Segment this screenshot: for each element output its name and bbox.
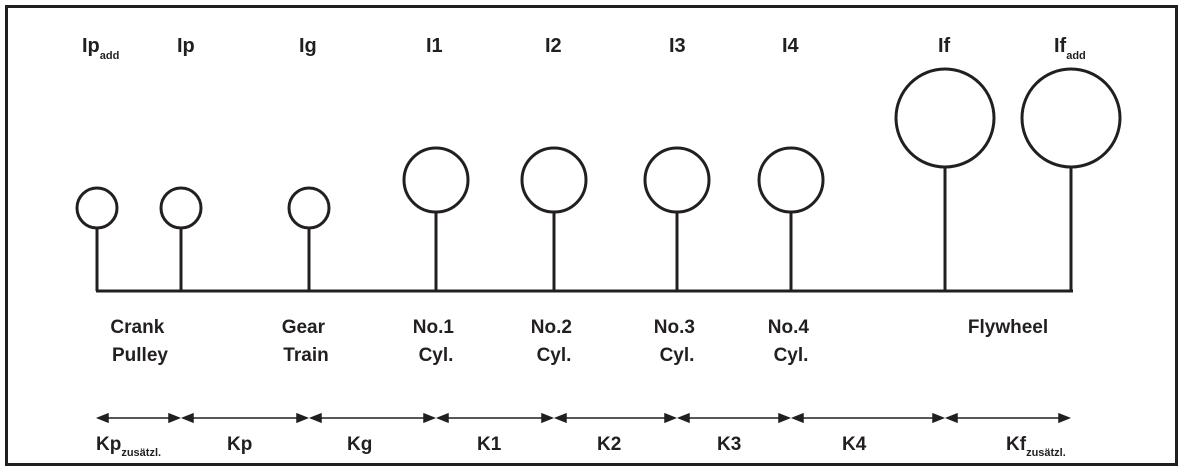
inertia-i2: [520, 146, 588, 291]
arrow-head: [95, 412, 109, 424]
inertia-label: Ig: [299, 35, 317, 57]
inertia-i4: [757, 146, 825, 291]
inertia-ip-add: [75, 186, 119, 291]
arrow-head: [435, 412, 449, 424]
arrow-head: [423, 412, 437, 424]
arrow-head: [932, 412, 946, 424]
stiffness-label: Kp: [227, 434, 252, 455]
inertia-disc: [159, 186, 203, 230]
inertia-label: Ifadd: [1054, 35, 1086, 62]
inertia-label: I4: [782, 35, 800, 57]
stiffness-label: Kpzusätzl.: [96, 434, 161, 459]
component-label: No.4 Cyl.: [768, 317, 814, 366]
inertia-disc: [1020, 67, 1122, 169]
inertia-ig: [287, 186, 331, 291]
arrow-head: [676, 412, 690, 424]
inertia-disc: [520, 146, 588, 214]
inertia-ip: [159, 186, 203, 291]
inertia-if-add: [1020, 67, 1122, 291]
inertia-disc: [643, 146, 711, 214]
inertia-disc: [287, 186, 331, 230]
inertia-label: Ipadd: [82, 35, 119, 62]
inertia-if: [894, 67, 996, 291]
arrow-head: [308, 412, 322, 424]
arrow-head: [1058, 412, 1072, 424]
stiffness-label: K1: [477, 434, 502, 455]
arrow-head: [664, 412, 678, 424]
arrow-head: [790, 412, 804, 424]
arrow-head: [296, 412, 310, 424]
stiffness-label: Kg: [347, 434, 372, 455]
stiffness-label: K4: [842, 434, 867, 455]
inertia-disc: [75, 186, 119, 230]
arrow-head: [553, 412, 567, 424]
arrow-head: [778, 412, 792, 424]
inertia-label: I3: [669, 35, 686, 57]
diagram-frame: [5, 5, 1178, 466]
inertia-i3: [643, 146, 711, 291]
inertia-label: I1: [426, 35, 443, 57]
inertia-disc: [757, 146, 825, 214]
component-label: Flywheel: [968, 317, 1048, 338]
inertia-label: I2: [545, 35, 562, 57]
stiffness-label: Kfzusätzl.: [1006, 434, 1066, 459]
component-label: No.1 Cyl.: [413, 317, 459, 366]
stiffness-label: K2: [597, 434, 621, 455]
component-label: Gear Train: [282, 317, 331, 366]
stiffness-label: K3: [717, 434, 741, 455]
component-label: No.2 Cyl.: [531, 317, 577, 366]
arrow-head: [168, 412, 182, 424]
component-label: Crank Pulley: [110, 317, 169, 366]
arrow-head: [944, 412, 958, 424]
inertia-label: Ip: [177, 35, 195, 57]
inertia-label: If: [938, 35, 951, 57]
component-label: No.3 Cyl.: [654, 317, 700, 366]
inertia-disc: [402, 146, 470, 214]
stiffness-arrows: [95, 412, 1072, 424]
inertia-disc: [894, 67, 996, 169]
inertia-i1: [402, 146, 470, 291]
arrow-head: [180, 412, 194, 424]
arrow-head: [541, 412, 555, 424]
